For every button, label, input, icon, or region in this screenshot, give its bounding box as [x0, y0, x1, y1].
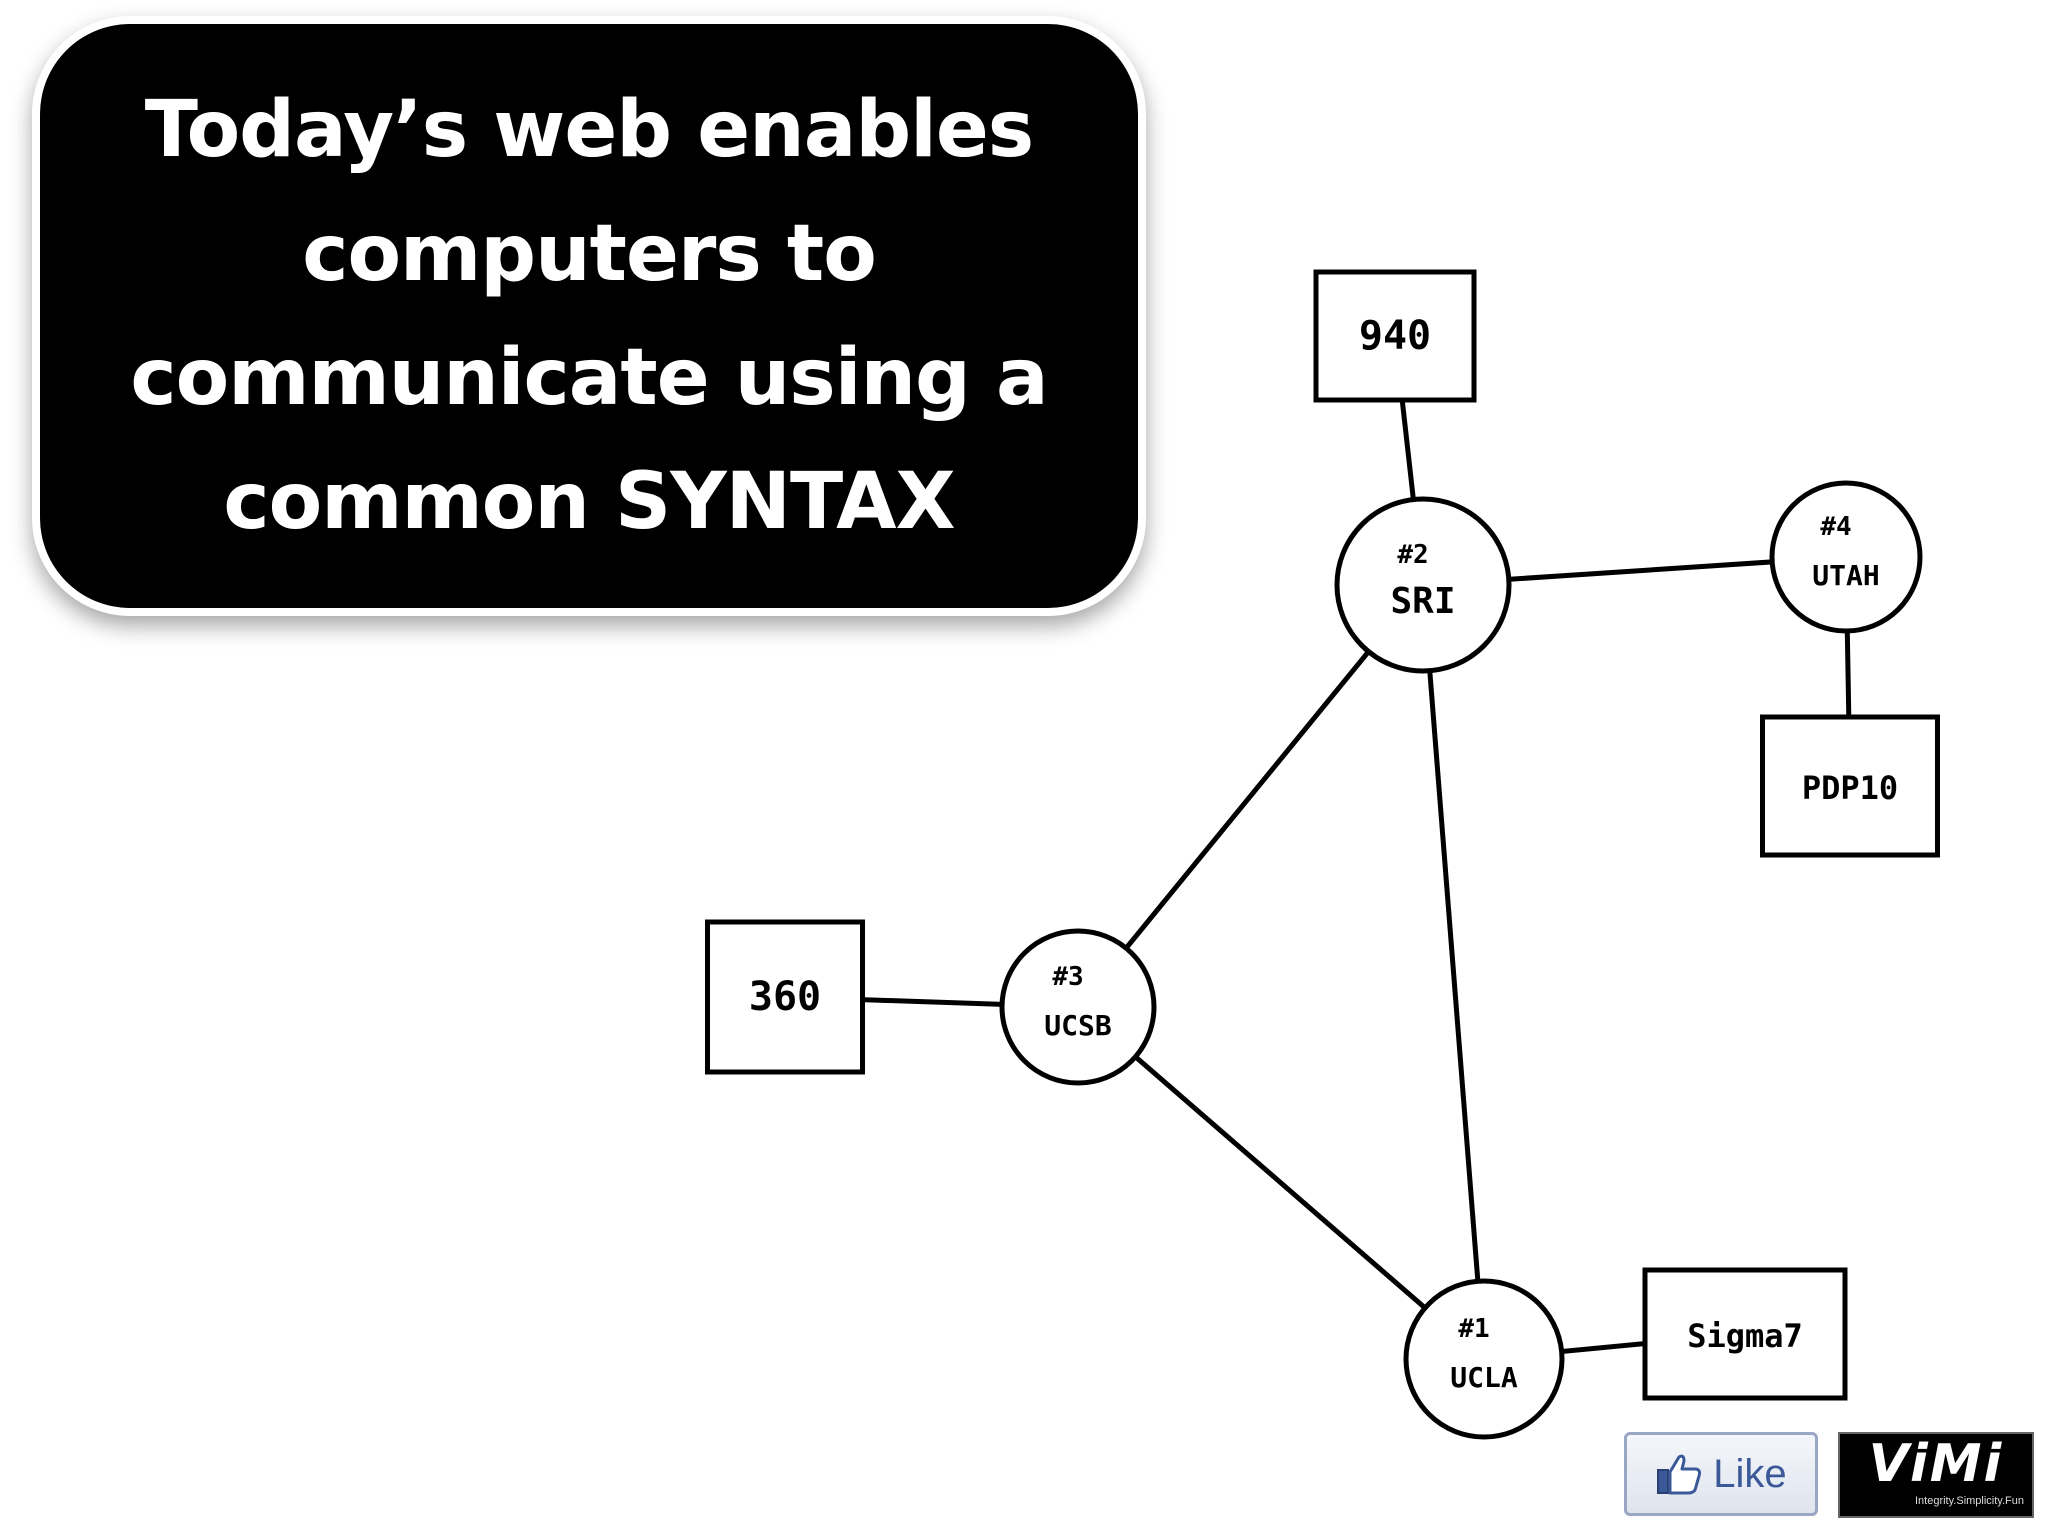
host-box-sigma7 [1642, 1267, 1848, 1401]
link-ucsb-ucla [1075, 1004, 1487, 1362]
host-label-pdp10: PDP10 [1802, 769, 1898, 807]
node-number-ucla: #1 [1458, 1314, 1489, 1344]
host-label-940: 940 [1359, 313, 1431, 359]
link-sri-ucla [1420, 582, 1487, 1362]
node-number-ucsb: #3 [1052, 962, 1083, 992]
thumbs-up-icon [1657, 1454, 1702, 1495]
host-box-pdp10 [1760, 714, 1940, 858]
node-name-ucsb: UCSB [1044, 1009, 1111, 1042]
node-name-sri: SRI [1390, 581, 1455, 622]
link-sri-ucsb [1075, 582, 1426, 1010]
title-line: common SYNTAX [223, 457, 955, 547]
title-line: computers to [302, 209, 877, 299]
node-number-sri: #2 [1397, 540, 1428, 570]
title-box: Today’s web enables computers to communi… [40, 24, 1138, 608]
vimi-logo: ViMi Integrity.Simplicity.Fun [1838, 1432, 2034, 1518]
host-box-360 [705, 919, 865, 1075]
imp-node-utah [1769, 480, 1923, 634]
slide-title: Today’s web enables computers to communi… [109, 68, 1069, 564]
node-name-ucla: UCLA [1450, 1361, 1518, 1394]
logo-wordmark: ViMi [1868, 1434, 2004, 1494]
title-line: Today’s web enables [144, 85, 1034, 175]
node-name-utah: UTAH [1812, 559, 1879, 592]
host-label-360: 360 [749, 974, 821, 1020]
title-line: communicate using a [130, 333, 1048, 423]
like-label: Like [1713, 1451, 1787, 1496]
imp-node-ucla [1403, 1278, 1565, 1440]
host-label-sigma7: Sigma7 [1687, 1317, 1803, 1355]
host-box-940 [1313, 269, 1477, 403]
imp-node-sri [1334, 496, 1512, 674]
imp-node-ucsb [999, 928, 1157, 1086]
node-number-utah: #4 [1820, 512, 1851, 542]
logo-tagline: Integrity.Simplicity.Fun [1914, 1495, 2024, 1507]
like-button[interactable]: Like [1624, 1432, 1818, 1516]
